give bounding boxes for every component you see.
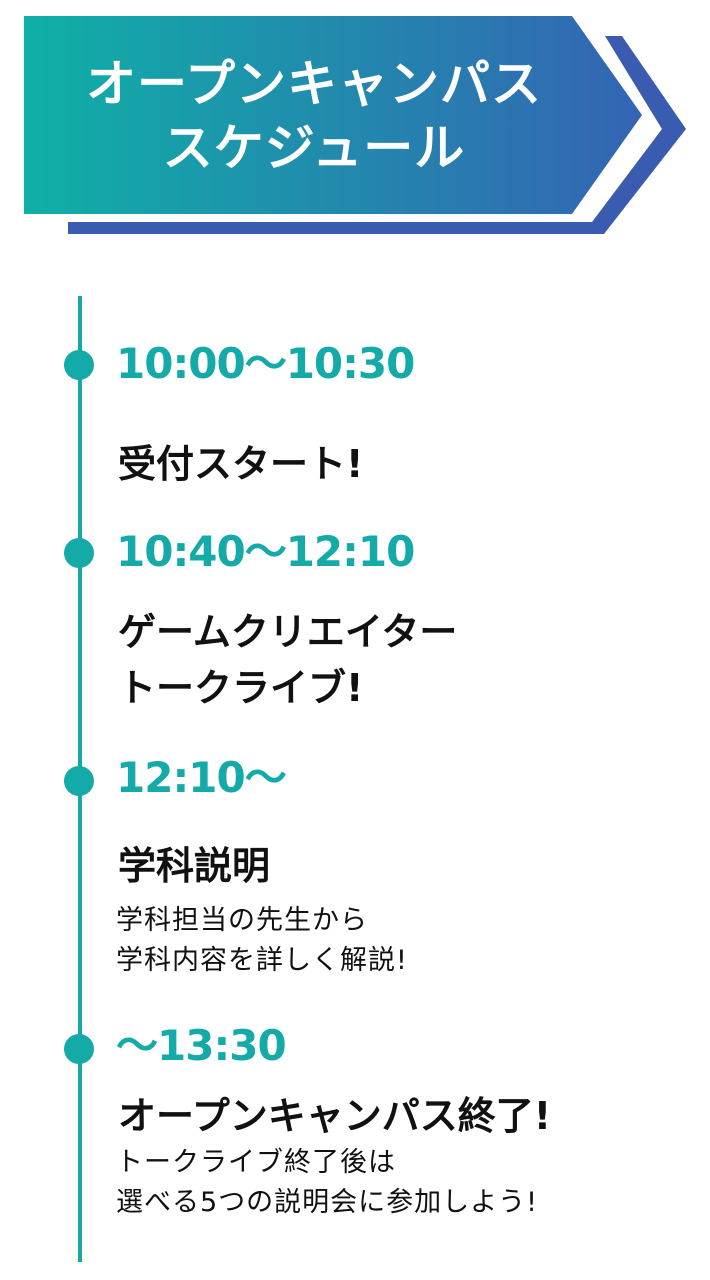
timeline-dot-2 [64,538,94,568]
timeline-desc-4-line1: トークライブ終了後は [116,1147,396,1178]
banner-arrow-shape [24,16,686,234]
schedule-banner: オープンキャンパス スケジュール [0,0,710,250]
timeline-time-4: 〜13:30 [116,1021,287,1070]
timeline-time-2: 10:40〜12:10 [116,527,415,576]
timeline-desc-3-line1: 学科担当の先生から [116,905,368,936]
timeline-time-3: 12:10〜 [116,753,287,802]
timeline-title-3: 学科説明 [118,844,271,888]
banner-title-line1: オープンキャンパス [86,55,542,113]
timeline-desc-3-line2: 学科内容を詳しく解説! [116,945,408,976]
timeline-title-4: オープンキャンパス終了! [118,1094,552,1138]
timeline-title-2-line1: ゲームクリエイター [118,610,458,654]
timeline-title-1: 受付スタート! [118,442,364,486]
banner-title-line2: スケジュール [162,119,466,177]
timeline-dot-3 [64,766,94,796]
timeline-title-2-line2: トークライブ! [118,666,364,710]
timeline-time-1: 10:00〜10:30 [116,339,415,388]
banner-back-chevron [68,36,686,234]
timeline-dot-1 [64,350,94,380]
banner-title: オープンキャンパス スケジュール [24,16,604,216]
banner-main-arrow [24,16,642,214]
timeline-desc-4-line2: 選べる5つの説明会に参加しよう! [116,1187,539,1218]
timeline-dot-4 [64,1034,94,1064]
